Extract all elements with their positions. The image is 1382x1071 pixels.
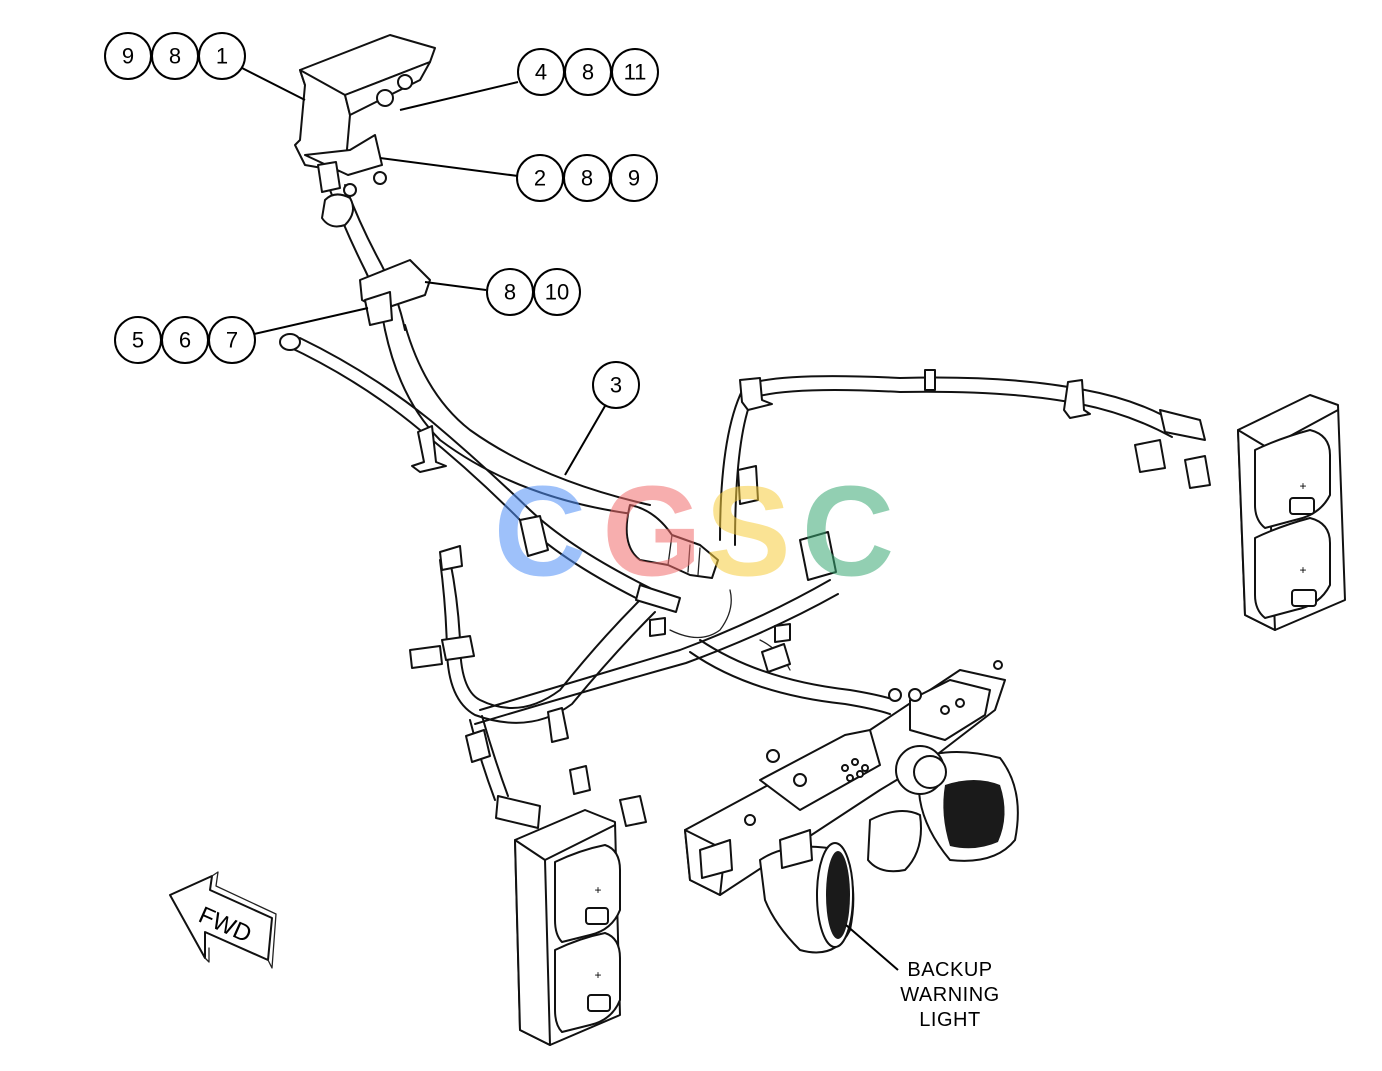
callout-8-10: 8 10 (486, 268, 581, 316)
callout-number: 2 (534, 166, 546, 191)
callout-number: 4 (535, 60, 547, 85)
callout-9-8-1: 9 8 1 (104, 32, 246, 80)
fwd-direction-arrow: FWD (169, 871, 277, 969)
clamps (359, 259, 1211, 829)
label-line-1: BACKUP (907, 959, 992, 981)
right-tail-lamp: + + (1237, 394, 1346, 631)
callout-number: 8 (169, 44, 181, 69)
callout-number: 11 (624, 60, 647, 85)
callout-number: 8 (504, 280, 516, 305)
callout-number: 1 (216, 44, 228, 69)
watermark-letter: S (705, 461, 790, 604)
svg-text:+: + (594, 968, 601, 982)
top-work-lamp (294, 34, 436, 228)
watermark: C G S C (494, 461, 894, 604)
callout-4-8-11: 4 8 11 (517, 48, 659, 96)
watermark-letter: C (494, 461, 586, 604)
callout-number: 8 (581, 166, 593, 191)
callout-number: 9 (628, 166, 640, 191)
callout-number: 8 (582, 60, 594, 85)
label-line-3: LIGHT (919, 1009, 980, 1031)
svg-text:+: + (594, 883, 601, 897)
callout-number: 6 (179, 328, 191, 353)
callout-number: 9 (122, 44, 134, 69)
watermark-letter: C (802, 461, 894, 604)
callout-3: 3 (592, 361, 640, 409)
backup-warning-light-label: BACKUP WARNING LIGHT (900, 959, 999, 1031)
callout-number: 10 (545, 280, 569, 305)
wiring-harness (279, 184, 1181, 801)
callout-5-6-7: 5 6 7 (114, 316, 256, 364)
svg-text:+: + (1299, 479, 1306, 493)
watermark-letter: G (602, 461, 702, 604)
svg-text:+: + (1299, 563, 1306, 577)
backup-light-assembly (684, 660, 1019, 954)
left-tail-lamp: + + (514, 809, 621, 1046)
callout-2-8-9: 2 8 9 (516, 154, 658, 202)
callout-number: 7 (226, 328, 238, 353)
callout-number: 5 (132, 328, 144, 353)
label-line-2: WARNING (900, 984, 999, 1006)
callout-leaders (241, 67, 899, 971)
callout-number: 3 (610, 373, 622, 398)
